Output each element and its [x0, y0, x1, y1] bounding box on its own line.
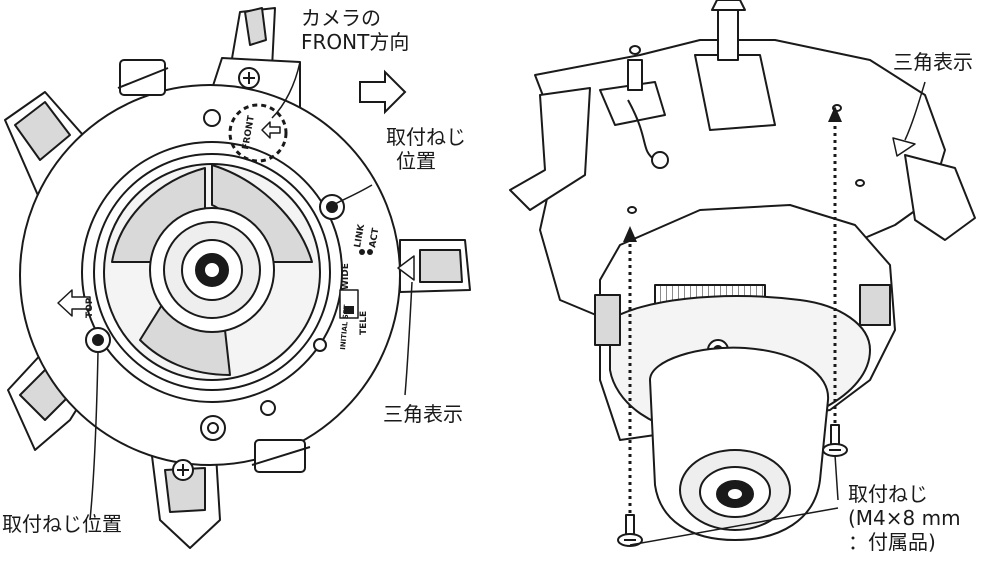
wide-marking: WIDE — [341, 263, 351, 290]
insertion-arrowheads — [623, 106, 842, 242]
right-arrow-icon — [359, 69, 407, 115]
screw-position-upper-line1: 取付ねじ — [386, 125, 466, 149]
camera-perspective-view — [509, 0, 976, 547]
body-markings-left: FRONT TOP LINK ACT WIDE TELE INITIAL SET — [85, 114, 382, 350]
initial-set-marking: INITIAL SET — [339, 304, 351, 350]
triangle-mark-left-label: 三角表示 — [383, 402, 463, 426]
front-mark-highlight — [228, 103, 288, 163]
mounting-screw-line2: (M4×8 mm — [848, 506, 961, 530]
screw-knob-bottom — [172, 459, 194, 481]
leader-lines-left — [89, 61, 413, 521]
triangle-mark-right — [892, 137, 916, 157]
leader-lines-right — [629, 81, 926, 546]
triangle-mark-left — [397, 255, 415, 281]
link-marking: LINK — [353, 223, 367, 249]
front-direction-label-line1: カメラの — [301, 6, 381, 30]
screw-icon — [617, 514, 643, 547]
screw-position-upper-label: 取付ねじ 位置 — [386, 125, 466, 173]
bracket-top-left — [117, 59, 169, 96]
mounting-screw-line3: ：付属品) — [848, 530, 936, 554]
front-direction-label: カメラの FRONT方向 — [301, 6, 409, 54]
top-bracket — [694, 54, 776, 131]
triangle-mark-right-label: 三角表示 — [893, 50, 973, 74]
screw-position-upper-line2: 位置 — [396, 149, 436, 173]
screw-position-lower — [85, 327, 111, 353]
tele-marking: TELE — [359, 311, 369, 335]
front-direction-label-line2: FRONT方向 — [301, 30, 410, 54]
top-arrow-marking — [57, 289, 91, 317]
screw-knob-top — [238, 67, 260, 89]
screw-position-lower-label: 取付ねじ位置 — [2, 512, 122, 536]
screw-insertion-lines — [628, 120, 837, 513]
camera-top-view — [4, 7, 471, 549]
bracket-bottom-right — [251, 439, 311, 473]
screw-position-upper — [319, 194, 345, 220]
top-marking: TOP — [85, 297, 95, 318]
mounting-screw-line1: 取付ねじ — [848, 482, 928, 506]
screw-icon — [822, 424, 848, 457]
act-marking: ACT — [368, 227, 381, 249]
mounting-screw-label: 取付ねじ (M4×8 mm ：付属品) — [848, 482, 961, 554]
